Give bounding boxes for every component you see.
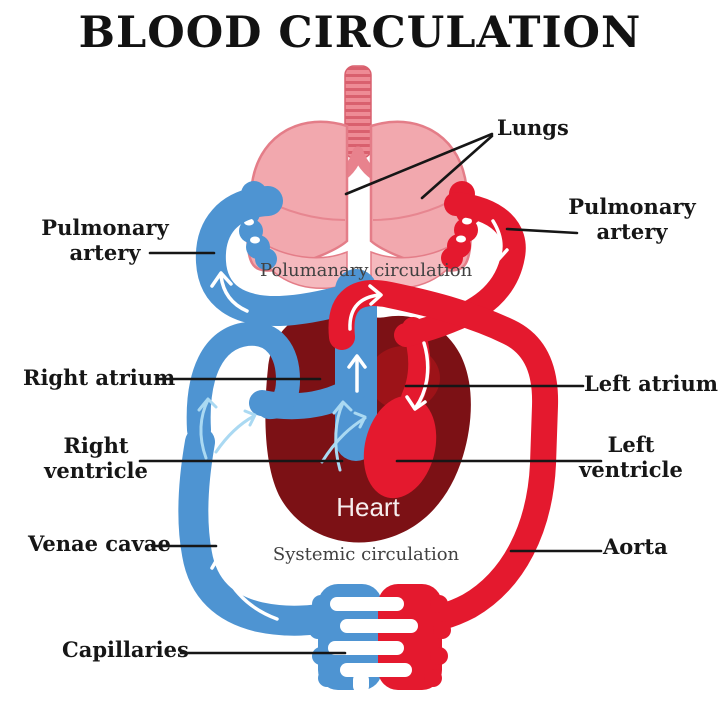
label-line: Left xyxy=(607,432,655,457)
leader-lines xyxy=(138,132,603,655)
label-aorta: Aorta xyxy=(603,534,668,559)
page-title: BLOOD CIRCULATION xyxy=(78,8,642,58)
trachea xyxy=(344,65,372,159)
aorta-red-loop xyxy=(328,280,559,633)
label-left-atrium: Left atrium xyxy=(584,371,719,396)
label-line: Right xyxy=(63,433,129,458)
label-heart: Heart xyxy=(336,492,400,522)
label-right-ventricle: Right ventricle xyxy=(16,433,176,483)
flow-arrows xyxy=(210,219,513,621)
label-line: artery xyxy=(596,219,668,244)
leader-line-pulmonary-artery-right xyxy=(505,227,579,235)
label-capillaries: Capillaries xyxy=(62,637,189,662)
leader-line-lungs-b xyxy=(420,134,494,200)
venous-flow-arrows xyxy=(197,397,367,472)
caption-pulmonary-circulation: Polumanary circulation xyxy=(260,260,473,281)
leader-line-lungs-a xyxy=(344,132,494,196)
label-line: Pulmonary xyxy=(568,194,696,219)
label-left-ventricle: Left ventricle xyxy=(551,432,711,482)
label-venae-cavae: Venae cavae xyxy=(28,531,171,556)
label-line: ventricle xyxy=(44,458,148,483)
label-line: Pulmonary xyxy=(41,215,169,240)
lungs-illustration xyxy=(246,65,472,289)
label-pulmonary-artery-left: Pulmonary artery xyxy=(25,215,185,265)
label-line: artery xyxy=(69,240,141,265)
label-right-atrium: Right atrium xyxy=(23,365,176,390)
caption-systemic-circulation: Systemic circulation xyxy=(272,544,460,565)
label-lungs: Lungs xyxy=(497,115,569,140)
pulmonary-vessels-red-loop xyxy=(394,192,526,347)
pulmonary-artery-blue-loop xyxy=(195,186,363,327)
capillaries-illustration xyxy=(309,584,451,694)
label-line: ventricle xyxy=(579,457,683,482)
label-pulmonary-artery-right: Pulmonary artery xyxy=(552,194,712,244)
vena-cava-arch xyxy=(186,321,300,442)
venae-cavae-loop xyxy=(178,427,349,636)
